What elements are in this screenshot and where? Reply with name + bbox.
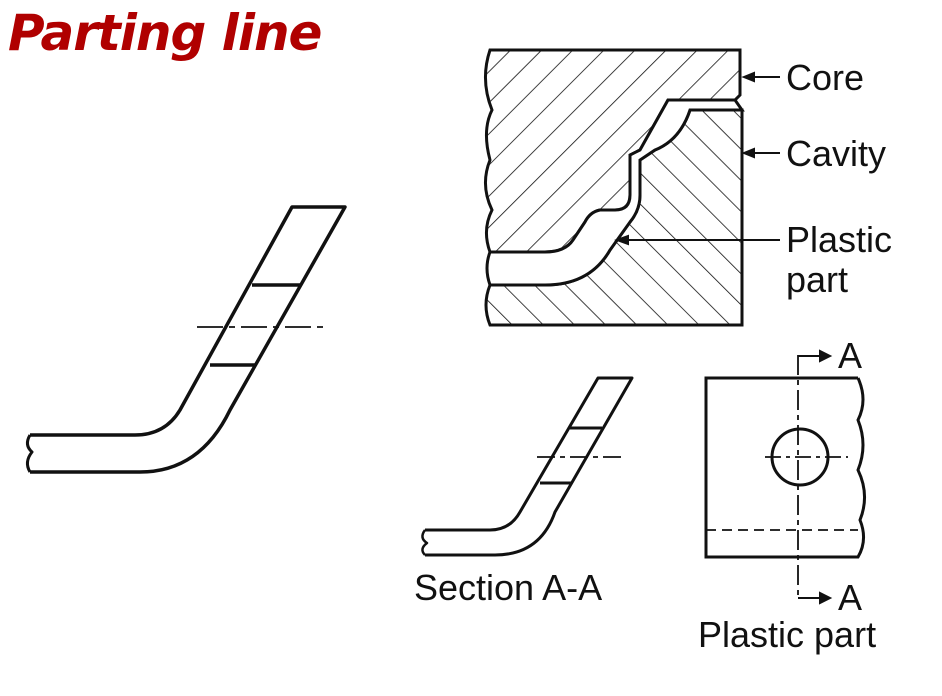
mold-leaders xyxy=(614,71,780,246)
bent-part-large xyxy=(25,205,347,474)
bent-part-large-break xyxy=(25,434,34,473)
label-core: Core xyxy=(786,57,865,98)
page-title: Parting line xyxy=(8,4,322,62)
section-aa-outline xyxy=(425,376,634,557)
caption-section-aa: Section A-A xyxy=(414,567,603,608)
plastic-part-outline xyxy=(704,376,866,559)
label-plastic-part: Plastic part xyxy=(786,220,892,300)
label-plastic-part-line1: Plastic xyxy=(786,219,893,260)
label-section-marker-bottom: A xyxy=(838,577,863,618)
plastic-part-view xyxy=(704,349,866,605)
section-arrows xyxy=(798,349,833,605)
bent-part-large-outline xyxy=(30,205,347,474)
label-plastic-part-line2: part xyxy=(786,259,849,300)
section-aa-part xyxy=(421,376,634,557)
mold-plastic-part xyxy=(485,98,745,287)
mold-section xyxy=(484,48,780,327)
label-cavity: Cavity xyxy=(786,133,887,174)
label-section-marker-top: A xyxy=(838,335,863,376)
section-aa-break xyxy=(421,529,429,556)
caption-plastic-part: Plastic part xyxy=(698,614,877,655)
